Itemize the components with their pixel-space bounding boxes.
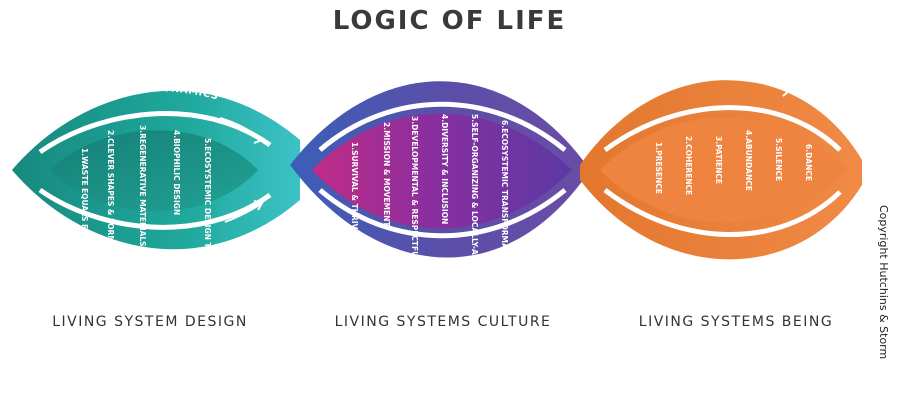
purple-item: 6.ECOSYSTEMIC TRANSFORMATION & DIALOGUE [500, 120, 509, 324]
orange-item: 4.ABUNDANCE [744, 130, 753, 191]
section-living-system-design: LEADERSHIP DYNAMICS LIFE DYNAMICS 1.WAST… [12, 83, 300, 284]
purple-divider-lower [318, 188, 567, 239]
copyright-notice: Copyright Hutchins & Storm [874, 205, 894, 385]
orange-item: 5.SILENCE [774, 138, 783, 181]
purple-items: 1.SURVIVAL & THRIVAL 2.MISSION & MOVEMEN… [350, 114, 509, 324]
teal-inner-lens [50, 130, 258, 212]
teal-item: 2.CLEVER SHAPES & FORMS [106, 130, 115, 248]
orange-arrow-lower [669, 259, 787, 271]
teal-divider-upper [38, 111, 272, 155]
purple-inner-lens [312, 113, 572, 229]
orange-items: 1.PRESENCE 2.COHERENCE 3.PATIENCE 4.ABUN… [654, 130, 813, 195]
purple-arrow-lower [384, 261, 507, 275]
purple-item: 1.SURVIVAL & THRIVAL [350, 142, 359, 240]
orange-item: 3.PATIENCE [714, 136, 723, 184]
teal-arrow-lower [224, 200, 264, 223]
orange-divider-lower [603, 188, 842, 237]
teal-arrow-upper [219, 117, 265, 144]
copyright-text: Copyright Hutchins & Storm [877, 205, 890, 360]
caption-living-system-design: LIVING SYSTEM DESIGN [52, 314, 248, 330]
purple-item: 3.DEVELOPMENTAL & RESPECTFUL [410, 116, 419, 262]
teal-item: 1.WASTE EQUALS FOOD [80, 148, 89, 248]
orange-inner-lens [600, 117, 848, 223]
teal-divider-lower [38, 187, 272, 230]
purple-item: 2.MISSION & MOVEMENT [382, 122, 391, 227]
purple-item: 5.SELF-ORGANIZING & LOCALLY-ATTUNING [470, 114, 479, 292]
orange-divider-upper [603, 105, 842, 153]
purple-item: 4.DIVERSITY & INCLUSION [440, 114, 449, 224]
section-living-systems-being: 1.PRESENCE 2.COHERENCE 3.PATIENCE 4.ABUN… [580, 78, 862, 271]
orange-item: 6.DANCE [804, 144, 813, 181]
orange-item: 2.COHERENCE [684, 136, 693, 195]
caption-living-systems-culture: LIVING SYSTEMS CULTURE [334, 314, 552, 330]
orange-item: 1.PRESENCE [654, 142, 663, 194]
page-title: LOGIC OF LIFE [332, 6, 567, 36]
teal-item: 4.BIOPHILIC DESIGN [172, 130, 181, 215]
teal-items: 1.WASTE EQUALS FOOD 2.CLEVER SHAPES & FO… [80, 125, 212, 284]
teal-item: 5.ECOSYSTEMIC DESIGN THINKING [203, 138, 212, 284]
teal-item: 3.REGENERATIVE MATERIALS [138, 125, 147, 247]
purple-divider-upper [318, 101, 567, 152]
caption-living-systems-being: LIVING SYSTEMS BEING [638, 314, 834, 330]
section-living-systems-culture: 1.SURVIVAL & THRIVAL 2.MISSION & MOVEMEN… [290, 81, 590, 324]
orange-arrow-upper [689, 78, 792, 97]
